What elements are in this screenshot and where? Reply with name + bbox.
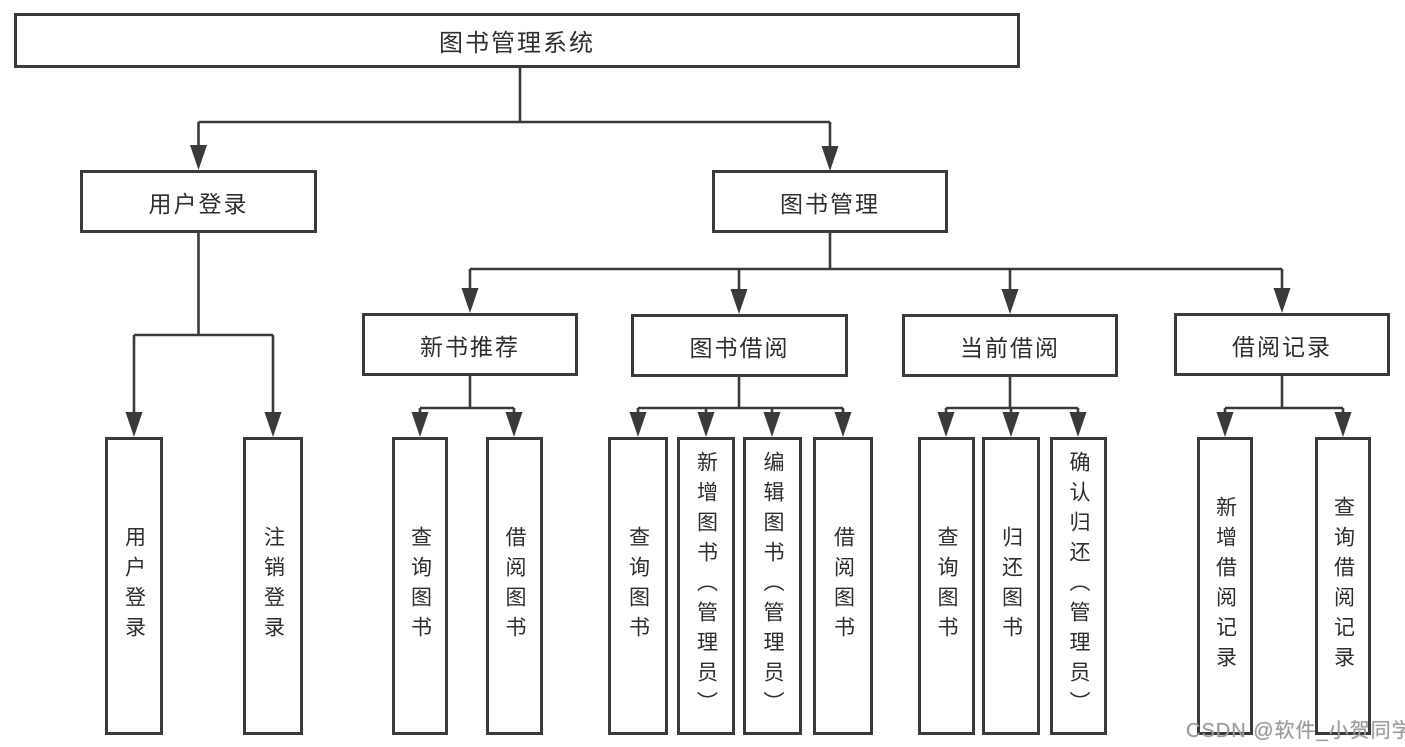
connector-root-to-l2	[197, 67, 832, 150]
arrowhead	[1216, 412, 1234, 437]
node-label: 图书管理	[780, 190, 880, 217]
leaf-label: 新增借阅记录	[1213, 496, 1237, 676]
leaf-query-books-recommend: 查询图书	[392, 437, 448, 735]
leaf-return-books: 归还图书	[982, 437, 1040, 735]
watermark: CSDN @软件_小贺同学	[1186, 720, 1405, 742]
arrowhead	[697, 412, 715, 437]
leaf-label: 归还图书	[999, 526, 1023, 646]
leaf-label: 借阅图书	[831, 526, 855, 646]
leaf-edit-books-admin: 编辑图书（管理员）	[743, 437, 802, 735]
node-root-system: 图书管理系统	[14, 13, 1020, 68]
arrowhead	[821, 146, 839, 171]
arrowheads	[125, 145, 1352, 437]
arrowhead	[125, 412, 143, 437]
arrowhead	[190, 145, 207, 170]
node-label: 当前借阅	[960, 334, 1060, 361]
arrowhead	[264, 412, 282, 437]
leaf-label: 查询借阅记录	[1331, 496, 1355, 676]
leaf-label: 新增图书（管理员）	[694, 451, 718, 721]
node-label: 借阅记录	[1232, 333, 1332, 360]
arrowhead	[937, 412, 955, 437]
connector-book-mgmt-children	[468, 233, 1284, 293]
node-label: 新书推荐	[420, 333, 520, 360]
node-current-borrow: 当前借阅	[902, 314, 1118, 377]
node-label: 图书管理系统	[439, 30, 595, 57]
node-new-book-recommend: 新书推荐	[362, 313, 578, 376]
leaf-confirm-return-admin: 确认归还（管理员）	[1050, 437, 1107, 735]
leaf-label: 编辑图书（管理员）	[761, 451, 784, 721]
arrowhead	[411, 412, 429, 437]
leaf-label: 借阅图书	[503, 526, 526, 646]
leaf-label: 查询图书	[935, 526, 958, 646]
connector-user-login-children	[132, 233, 275, 416]
leaf-query-books-borrow: 查询图书	[608, 437, 668, 735]
arrowhead	[629, 412, 647, 437]
arrowhead	[730, 289, 748, 314]
arrowhead	[1002, 412, 1020, 437]
leaf-label: 用户登录	[122, 526, 146, 646]
node-book-borrow: 图书借阅	[631, 314, 848, 377]
arrowhead	[834, 412, 852, 437]
arrowhead	[1334, 412, 1352, 437]
node-borrow-records: 借阅记录	[1174, 313, 1390, 376]
node-label: 用户登录	[148, 190, 249, 217]
connector-records-children	[1223, 376, 1345, 418]
leaf-user-login: 用户登录	[105, 437, 163, 735]
arrowhead	[1069, 412, 1087, 437]
arrowhead	[1001, 289, 1019, 314]
leaf-label: 查询图书	[408, 526, 432, 646]
connector-current-children	[944, 377, 1080, 418]
leaf-label: 确认归还（管理员）	[1067, 451, 1090, 721]
arrowhead	[1273, 288, 1291, 313]
leaf-borrow-books-recommend: 借阅图书	[486, 437, 543, 735]
node-book-management: 图书管理	[712, 170, 948, 233]
node-user-login: 用户登录	[80, 170, 317, 233]
leaf-label: 注销登录	[261, 526, 285, 646]
leaf-add-books-admin: 新增图书（管理员）	[677, 437, 735, 735]
arrowhead	[763, 412, 781, 437]
leaf-logout: 注销登录	[243, 437, 303, 735]
arrowhead	[505, 412, 523, 437]
connector-recommend-children	[418, 376, 516, 418]
leaf-add-borrow-record: 新增借阅记录	[1197, 437, 1253, 735]
leaf-borrow-books: 借阅图书	[813, 437, 873, 735]
node-label: 图书借阅	[689, 334, 790, 361]
leaf-label: 查询图书	[626, 526, 650, 646]
leaf-query-books-current: 查询图书	[918, 437, 975, 735]
connector-borrow-children	[636, 377, 845, 418]
leaf-query-borrow-record: 查询借阅记录	[1315, 437, 1371, 735]
arrowhead	[461, 288, 479, 313]
